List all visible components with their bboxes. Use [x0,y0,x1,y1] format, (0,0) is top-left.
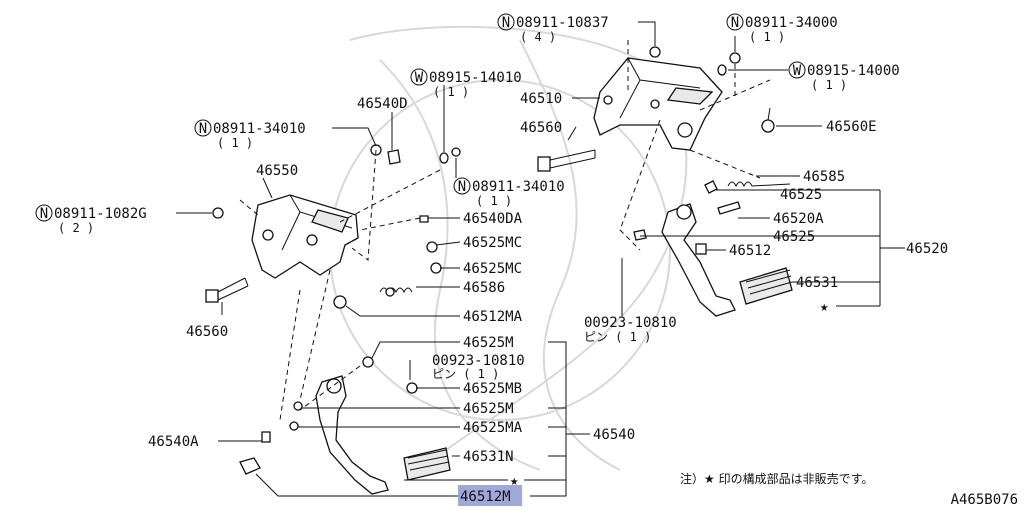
label-08915-14000[interactable]: 08915-14000 [807,63,900,79]
sub-pin-left: ピン ( 1 ) [432,367,499,381]
label-46512M-selected[interactable]: 46512M [460,489,511,505]
label-46525M-2[interactable]: 46525M [463,401,514,417]
small-parts-right [621,180,741,276]
qty-08915-14000: ( 1 ) [811,78,847,92]
qty-08911-1082G: ( 2 ) [58,221,94,235]
label-46512MA[interactable]: 46512MA [463,309,523,325]
bracket-46510 [593,57,723,151]
qty-08911-34010-a: ( 1 ) [217,136,253,150]
label-46540[interactable]: 46540 [593,427,635,443]
label-08911-34010-a[interactable]: 08911-34010 [213,121,306,137]
label-46560-left[interactable]: 46560 [186,324,228,340]
star-marker-right: ★ [820,299,829,315]
washer-symbol-letter: W [793,63,802,79]
nut-symbol-letter: N [199,121,207,137]
label-08915-14010[interactable]: 08915-14010 [429,70,522,86]
bolt-46560E-part [761,107,775,133]
washer-symbol-letter: W [415,70,424,86]
label-46540A[interactable]: 46540A [148,434,199,450]
spring-46585 [727,181,791,188]
nut-08911-10837-part [649,46,661,58]
label-46525MC-2[interactable]: 46525MC [463,261,522,277]
label-46520[interactable]: 46520 [906,241,948,257]
label-46525MA[interactable]: 46525MA [463,420,523,436]
label-46560-top[interactable]: 46560 [520,120,562,136]
label-46510[interactable]: 46510 [520,91,562,107]
label-08911-34010-b[interactable]: 08911-34010 [472,179,565,195]
pedal-46520 [661,203,793,317]
part-labels: 08911-10837 ( 4 ) 08911-34000 ( 1 ) 0891… [54,15,1018,508]
small-parts-left-bottom [239,356,418,475]
nut-symbol-icon [497,13,515,31]
nut-symbols: N N W W N N N [35,13,806,222]
nut-symbol-letter: N [502,15,510,31]
label-46540D[interactable]: 46540D [357,96,408,112]
sub-pin-right: ピン ( 1 ) [584,330,651,344]
qty-08911-10837: ( 4 ) [520,30,556,44]
label-46525-b[interactable]: 46525 [773,229,815,245]
leader-lines [176,21,905,497]
dashed-leaders-left [239,149,441,421]
washer-symbol-icon [410,68,428,86]
label-46550[interactable]: 46550 [256,163,298,179]
nut-symbol-icon [194,119,212,137]
label-46512[interactable]: 46512 [729,243,771,259]
star-marker-left: ★ [510,473,519,489]
label-46531N[interactable]: 46531N [463,449,514,465]
pedal-46540 [315,375,451,495]
qty-08915-14010: ( 1 ) [433,85,469,99]
selected-label-highlight [458,485,522,506]
label-08911-10837[interactable]: 08911-10837 [516,15,609,31]
qty-08911-34000: ( 1 ) [749,30,785,44]
label-46525MB[interactable]: 46525MB [463,381,522,397]
label-46586[interactable]: 46586 [463,280,505,296]
nut-symbol-letter: N [40,206,48,222]
label-pin-left[interactable]: 00923-10810 [432,353,525,369]
label-08911-1082G[interactable]: 08911-1082G [54,206,147,222]
bolt-46560-left [205,277,249,303]
diagram-code: A465B076 [951,492,1018,508]
label-46520A[interactable]: 46520A [773,211,824,227]
qty-08911-34010-b: ( 1 ) [476,194,512,208]
label-46525MC-1[interactable]: 46525MC [463,235,522,251]
washer-08915-14000-part [717,64,727,76]
dashed-leaders-right [619,40,771,251]
label-46540DA[interactable]: 46540DA [463,211,523,227]
bolt-46560-top [537,149,596,172]
nut-symbol-icon [726,13,744,31]
label-08911-34000[interactable]: 08911-34000 [745,15,838,31]
label-46585[interactable]: 46585 [803,169,845,185]
nut-symbol-letter: N [458,179,466,195]
label-46560E[interactable]: 46560E [826,119,877,135]
nut-08911-34000-part [729,52,741,64]
washer-symbol-icon [788,61,806,79]
nut-symbol-icon [35,204,53,222]
nut-symbol-letter: N [731,15,739,31]
nut-symbol-icon [453,177,471,195]
footnote-note: 注）★ 印の構成部品は非販売です。 [680,471,873,486]
bracket-46550 [251,194,359,279]
label-pin-right[interactable]: 00923-10810 [584,315,677,331]
label-46531[interactable]: 46531 [796,275,838,291]
label-46525-a[interactable]: 46525 [780,187,822,203]
label-46525M-1[interactable]: 46525M [463,335,514,351]
